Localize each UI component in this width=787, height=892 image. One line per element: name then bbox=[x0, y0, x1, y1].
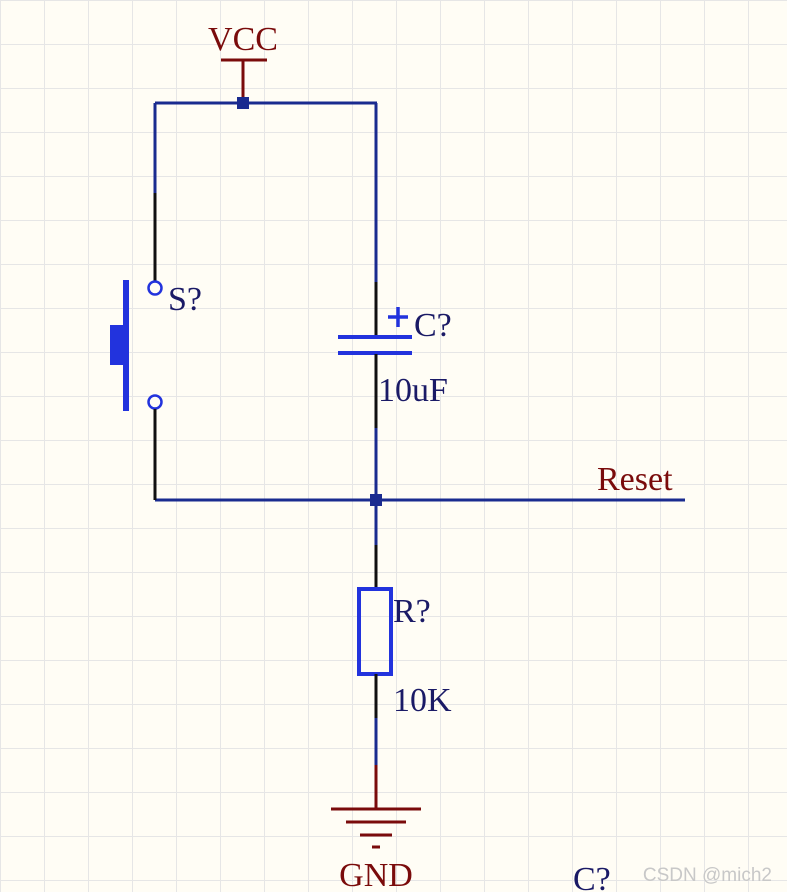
junction-top bbox=[237, 97, 249, 109]
switch-contact-top bbox=[147, 280, 163, 296]
res-body bbox=[357, 587, 393, 676]
switch-contact-bottom bbox=[147, 394, 163, 410]
res-designator: R? bbox=[393, 593, 431, 630]
switch-designator: S? bbox=[168, 281, 202, 318]
wires bbox=[153, 101, 685, 765]
reset-net-label[interactable]: Reset bbox=[597, 461, 673, 498]
gnd-power-port[interactable]: GND bbox=[331, 765, 421, 892]
cap-designator: C? bbox=[414, 307, 452, 344]
vcc-power-port[interactable]: VCC bbox=[208, 21, 278, 101]
vcc-label: VCC bbox=[208, 21, 278, 58]
res-value: 10K bbox=[393, 682, 452, 719]
gnd-label: GND bbox=[339, 857, 413, 892]
switch-actuator-button bbox=[110, 325, 124, 365]
cap-polarity-plus-icon bbox=[388, 307, 408, 327]
cap-value: 10uF bbox=[378, 372, 448, 409]
junction-reset bbox=[370, 494, 382, 506]
push-button-switch[interactable]: S? bbox=[110, 193, 202, 500]
electrolytic-capacitor[interactable]: C? 10uF bbox=[338, 282, 452, 428]
watermark: CSDN @mich2 bbox=[643, 865, 772, 886]
stray-designator[interactable]: C? bbox=[573, 861, 611, 892]
resistor[interactable]: R? 10K bbox=[357, 545, 452, 719]
